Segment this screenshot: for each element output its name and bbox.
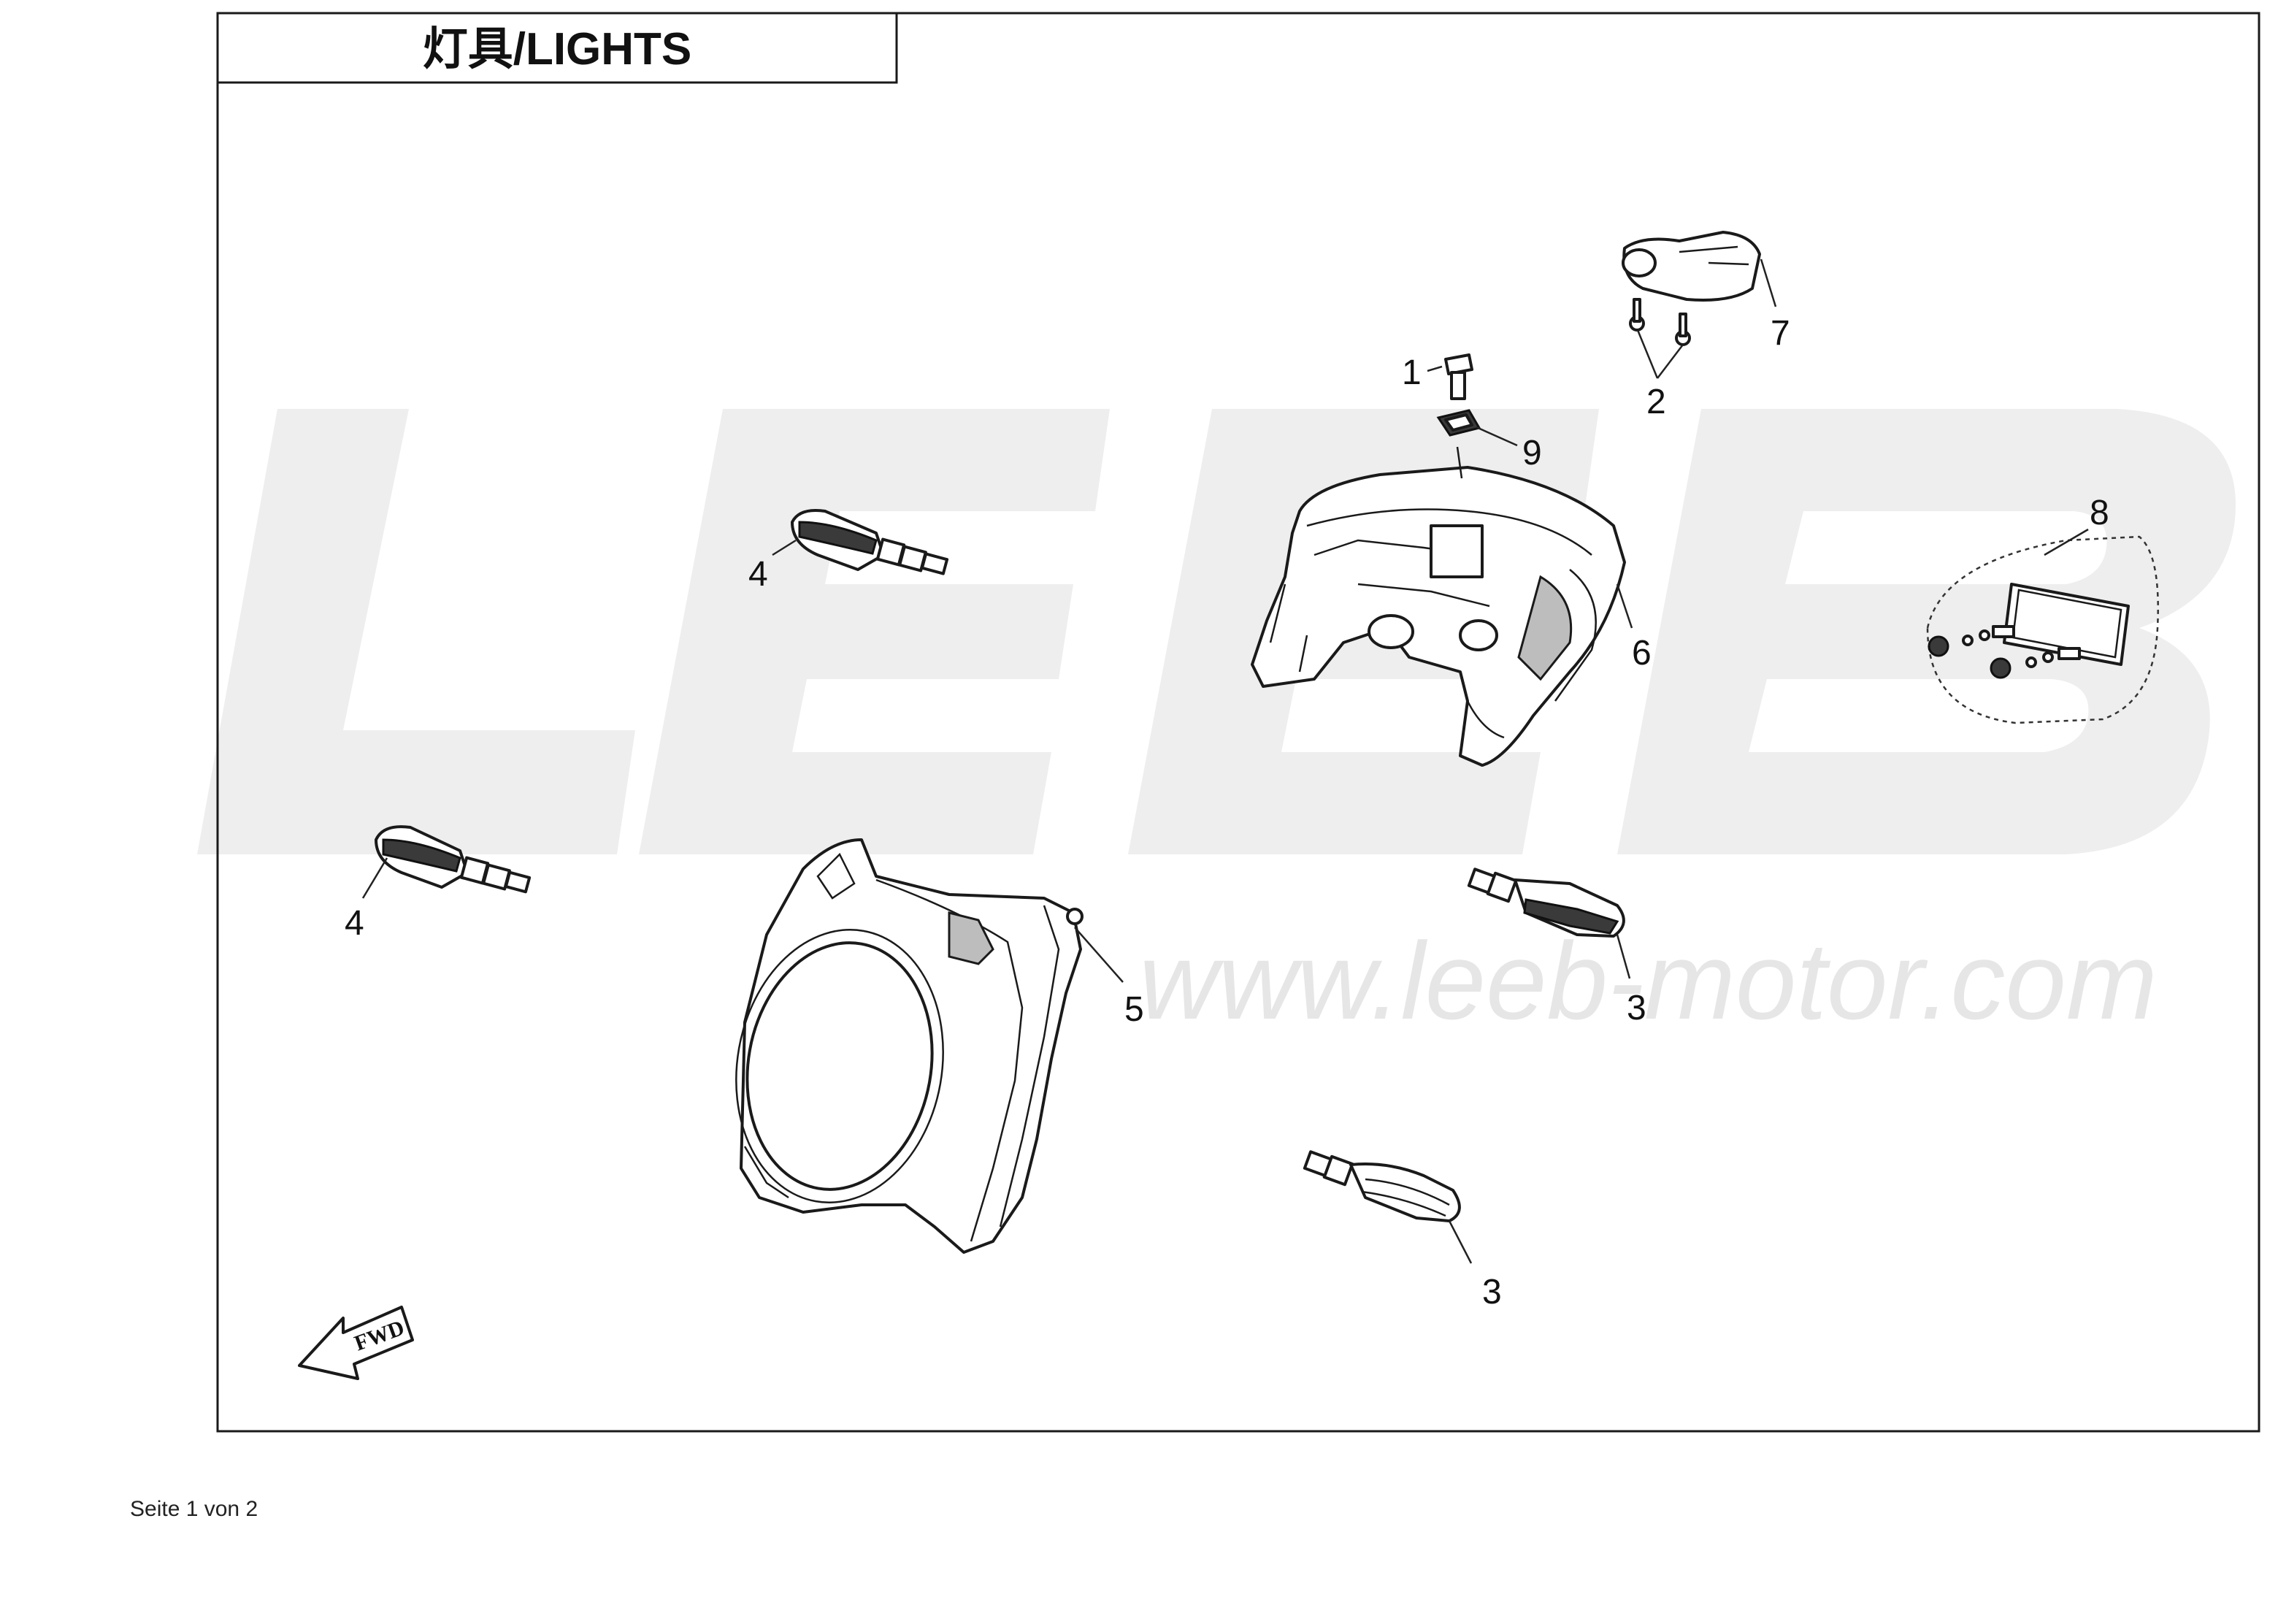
leader-5 bbox=[1074, 927, 1124, 983]
diagram-frame bbox=[216, 12, 2260, 1433]
callout-3-lower: 3 bbox=[1482, 1273, 1502, 1311]
leader-8 bbox=[2044, 528, 2089, 556]
leader-1 bbox=[1427, 365, 1443, 372]
part-license-light bbox=[1622, 231, 1761, 346]
part-turn-signal-front-left bbox=[375, 825, 532, 894]
leader-9 bbox=[1476, 426, 1518, 447]
callout-4-upper: 4 bbox=[748, 555, 768, 594]
leader-3b bbox=[1448, 1220, 1473, 1264]
diagram-title: 灯具/LIGHTS bbox=[423, 24, 692, 74]
part-tail-light bbox=[1251, 446, 1626, 767]
direction-arrow: FWD bbox=[298, 1306, 414, 1380]
part-turn-signal-front-right bbox=[1303, 1150, 1461, 1222]
watermark-logo bbox=[197, 409, 2236, 854]
callout-7: 7 bbox=[1771, 314, 1790, 353]
title-box bbox=[216, 12, 898, 84]
leader-6 bbox=[1616, 583, 1633, 629]
callout-9: 9 bbox=[1522, 434, 1542, 472]
part-turn-signal-rear-left bbox=[791, 509, 949, 575]
part-bolt bbox=[1444, 353, 1473, 400]
part-reflector-kit bbox=[1926, 535, 2159, 724]
leader-2b bbox=[1657, 344, 1684, 379]
callout-3-upper: 3 bbox=[1627, 989, 1646, 1027]
callout-4-lower: 4 bbox=[345, 904, 364, 943]
callout-2: 2 bbox=[1646, 383, 1666, 421]
leader-2a bbox=[1636, 329, 1659, 379]
callout-5: 5 bbox=[1124, 990, 1144, 1029]
callout-8: 8 bbox=[2090, 494, 2109, 532]
leader-3a bbox=[1616, 934, 1631, 979]
part-turn-signal-rear-right bbox=[1467, 867, 1625, 938]
leader-4a bbox=[772, 539, 797, 556]
leader-7 bbox=[1760, 258, 1777, 307]
page-footer: Seite 1 von 2 bbox=[130, 1497, 258, 1521]
leader-4b bbox=[361, 857, 388, 899]
watermark-url: www.leeb-motor.com bbox=[1139, 919, 2158, 1042]
callout-6: 6 bbox=[1632, 634, 1652, 673]
part-headlight bbox=[735, 838, 1084, 1254]
callout-1: 1 bbox=[1402, 353, 1422, 392]
